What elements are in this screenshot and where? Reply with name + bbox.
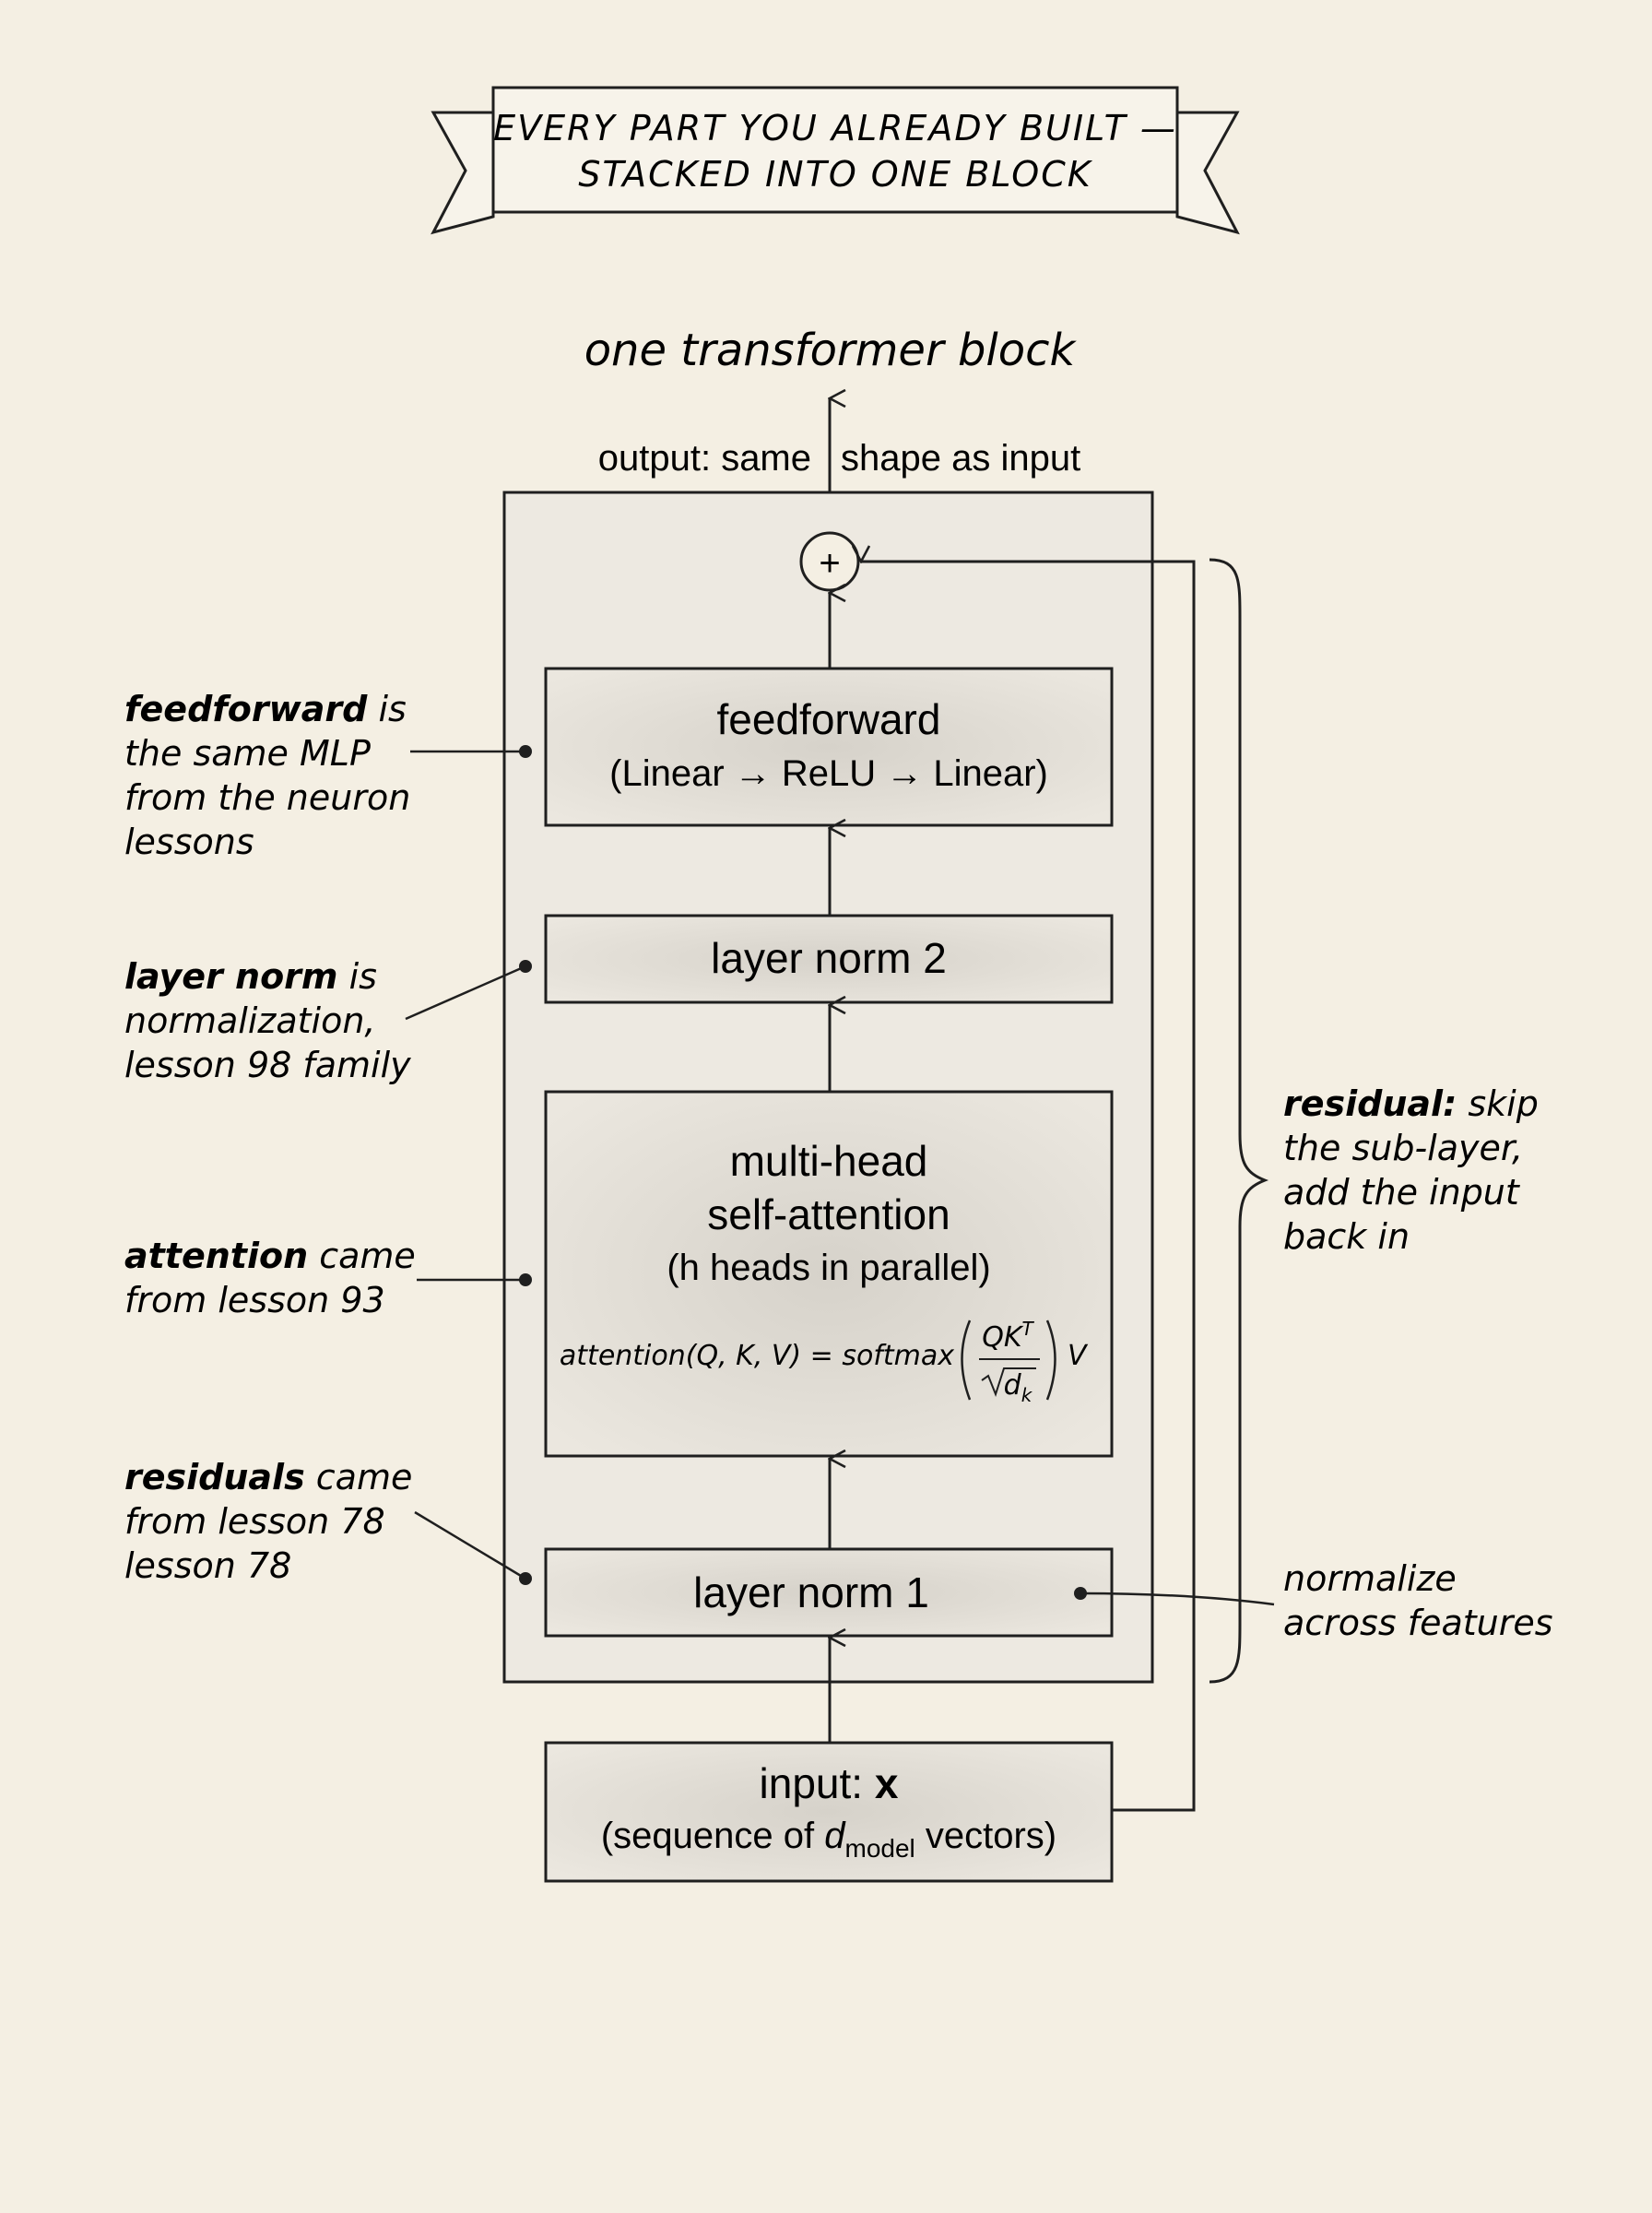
annotation-normalize-line-1: normalize — [1283, 1558, 1457, 1599]
annotation-residual-line-2: the sub-layer, — [1283, 1128, 1523, 1168]
input-box: input: x (sequence of dmodel vectors) — [544, 1741, 1114, 1883]
annotation-normalize-dot — [1074, 1587, 1087, 1600]
annotation-residual-right: residual: skip the sub-layer, add the in… — [1283, 1083, 1539, 1257]
formula-sqrt-sign — [981, 1367, 1036, 1397]
annotation-normalize: normalize across features — [1074, 1558, 1553, 1643]
annotation-layer-norm: layer norm is normalization, lesson 98 f… — [124, 956, 532, 1085]
feedforward-box: feedforward (Linear → ReLU → Linear) — [544, 667, 1114, 827]
formula-lhs: attention(Q, K, V) = softmax — [560, 1340, 954, 1372]
banner-ribbon — [491, 86, 1179, 214]
feedforward-subtitle: (Linear → ReLU → Linear) — [609, 753, 1048, 794]
residual-add-node: + — [799, 531, 860, 592]
formula-paren-right — [1045, 1320, 1056, 1401]
annotation-residuals-leader — [414, 1510, 526, 1580]
layer-norm-1-title: layer norm 1 — [693, 1568, 929, 1616]
output-label-right: shape as input — [841, 438, 1080, 479]
layer-norm-2-title: layer norm 2 — [711, 934, 947, 982]
annotation-layer-norm-leader — [405, 964, 526, 1021]
residual-skip-arrow — [861, 562, 1196, 1812]
annotation-attention: attention came from lesson 93 — [124, 1236, 532, 1320]
annotation-feedforward-dot — [519, 745, 532, 758]
formula-numerator: QKT — [982, 1318, 1034, 1354]
input-title: input: x — [760, 1759, 899, 1807]
banner-left-tail — [431, 111, 495, 235]
annotation-feedforward-line-3: from the neuron — [124, 777, 410, 818]
banner-right-tail — [1175, 111, 1240, 235]
formula-denominator: dk — [1004, 1369, 1033, 1406]
layer-norm-1-box: layer norm 1 — [544, 1547, 1114, 1638]
formula-rhs: V — [1068, 1340, 1089, 1372]
layer-norm-2-box: layer norm 2 — [544, 914, 1114, 1004]
annotation-layer-norm-line-1: layer norm is — [124, 956, 377, 997]
attention-line-1: multi-head — [730, 1137, 928, 1185]
attention-line-3: (h heads in parallel) — [667, 1248, 990, 1288]
annotation-residual-line-3: add the input — [1283, 1172, 1521, 1213]
annotation-feedforward: feedforward is the same MLP from the neu… — [124, 689, 532, 862]
annotation-residuals: residuals came from lesson 78 lesson 78 — [124, 1457, 532, 1586]
input-subtitle: (sequence of dmodel vectors) — [601, 1816, 1056, 1863]
annotation-residuals-line-1: residuals came — [124, 1457, 412, 1497]
residual-brace — [1209, 558, 1269, 1684]
annotation-residual-line-1: residual: skip — [1283, 1083, 1539, 1124]
banner-line-1: EVERY PART YOU ALREADY BUILT — — [493, 108, 1177, 148]
annotation-attention-line-2: from lesson 93 — [124, 1280, 385, 1320]
annotation-layer-norm-line-3: lesson 98 family — [124, 1045, 411, 1085]
annotation-feedforward-line-4: lessons — [124, 822, 254, 862]
annotation-residuals-line-3: lesson 78 — [124, 1545, 291, 1586]
annotation-attention-line-1: attention came — [124, 1236, 416, 1276]
attention-formula: attention(Q, K, V) = softmax QKT dk V — [560, 1318, 1089, 1406]
diagram-title: one transformer block — [584, 325, 1078, 376]
annotation-normalize-line-2: across features — [1283, 1603, 1553, 1643]
banner-line-2: STACKED INTO ONE BLOCK — [578, 154, 1092, 195]
output-label-left: output: same — [598, 438, 811, 479]
attention-line-2: self-attention — [707, 1190, 950, 1238]
title-banner: EVERY PART YOU ALREADY BUILT — STACKED I… — [431, 86, 1240, 235]
feedforward-title: feedforward — [717, 695, 941, 743]
annotation-feedforward-line-2: the same MLP — [124, 733, 371, 774]
annotation-feedforward-line-1: feedforward is — [124, 689, 407, 729]
add-symbol: + — [819, 543, 840, 584]
annotation-attention-dot — [519, 1273, 532, 1286]
attention-box: multi-head self-attention (h heads in pa… — [544, 1090, 1114, 1458]
annotation-normalize-leader — [1080, 1592, 1275, 1606]
formula-paren-left — [961, 1320, 972, 1401]
annotation-residuals-dot — [519, 1572, 532, 1585]
annotation-layer-norm-dot — [519, 960, 532, 973]
annotation-residual-line-4: back in — [1283, 1216, 1410, 1257]
annotation-layer-norm-line-2: normalization, — [124, 1000, 375, 1041]
annotation-residuals-line-2: from lesson 78 — [124, 1501, 385, 1542]
